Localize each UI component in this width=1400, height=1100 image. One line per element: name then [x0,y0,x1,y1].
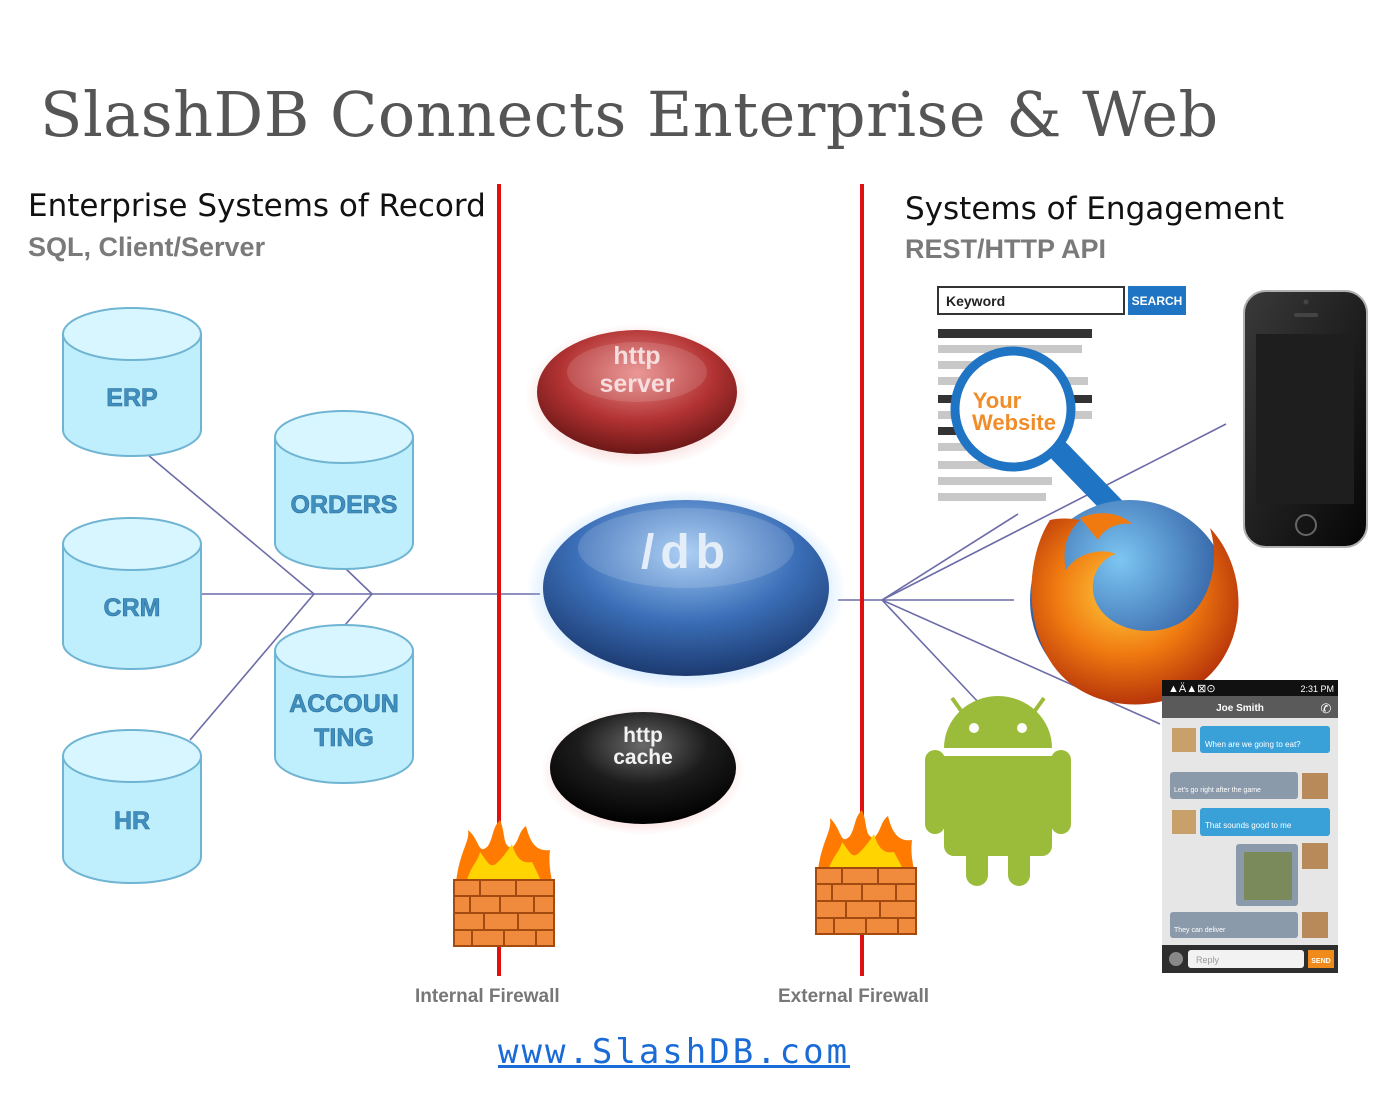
enterprise-section-subtitle: SQL, Client/Server [28,232,266,262]
slashdb-node: /db [526,490,846,690]
database-erp: ERP [62,307,202,457]
connector-lines [147,423,1227,741]
status-time: 2:31 PM [1300,684,1334,694]
http-cache-label: cache [613,746,673,769]
database-label: TING [314,724,374,752]
android-icon [925,696,1071,886]
chat-message: When are we going to eat? [1205,740,1301,749]
internal-firewall-label: Internal Firewall [415,986,560,1007]
page-title: SlashDB Connects Enterprise & Web [40,78,1219,151]
firewall-icon [453,820,555,947]
send-label: SEND [1311,958,1330,965]
keyword-placeholder: Keyword [946,293,1005,309]
database-crm: CRM [62,517,202,670]
firewall-icon [815,810,917,935]
engagement-section-subtitle: REST/HTTP API [905,234,1107,264]
database-accounting: ACCOUN TING [274,624,414,784]
slashdb-label: /db [641,526,731,579]
smartphone-icon [1243,290,1368,548]
database-label: ERP [106,384,157,412]
enterprise-section-title: Enterprise Systems of Record [28,188,486,224]
chat-contact-name: Joe Smith [1216,703,1264,714]
magnifier-icon: Your Website [950,346,1131,525]
http-cache-node: http cache [541,707,745,835]
chat-message: That sounds good to me [1205,821,1292,830]
database-label: ACCOUN [289,690,399,718]
lens-text: Your [973,388,1022,413]
database-hr: HR [62,729,202,884]
database-orders: ORDERS [274,410,414,570]
reply-placeholder: Reply [1196,955,1220,965]
chat-message: They can deliver [1174,927,1226,934]
firefox-icon [1030,500,1239,705]
http-cache-label: http [623,724,663,747]
lens-text: Website [972,410,1056,435]
chat-message: Let's go right after the game [1174,787,1261,794]
search-button-mock [1128,286,1186,315]
svg-text:✆: ✆ [1321,701,1332,716]
http-server-label: server [599,370,674,398]
website-mockup: Keyword SEARCH Your Website [937,286,1186,525]
search-button-label: SEARCH [1132,294,1183,308]
external-firewall-label: External Firewall [778,986,930,1007]
database-label: ORDERS [291,491,398,519]
http-server-node: http server [525,324,749,468]
website-link[interactable]: www.SlashDB.com [498,1032,851,1072]
engagement-section-title: Systems of Engagement [905,191,1285,227]
chat-app-mockup: ▲Ä▲⊠⊙ 2:31 PM Joe Smith ✆ When are we go… [1162,680,1338,973]
keyword-input-mock [937,286,1125,315]
database-label: HR [114,807,150,835]
http-server-label: http [613,342,660,370]
database-label: CRM [104,594,161,622]
svg-text:▲Ä▲⊠⊙: ▲Ä▲⊠⊙ [1168,683,1216,695]
